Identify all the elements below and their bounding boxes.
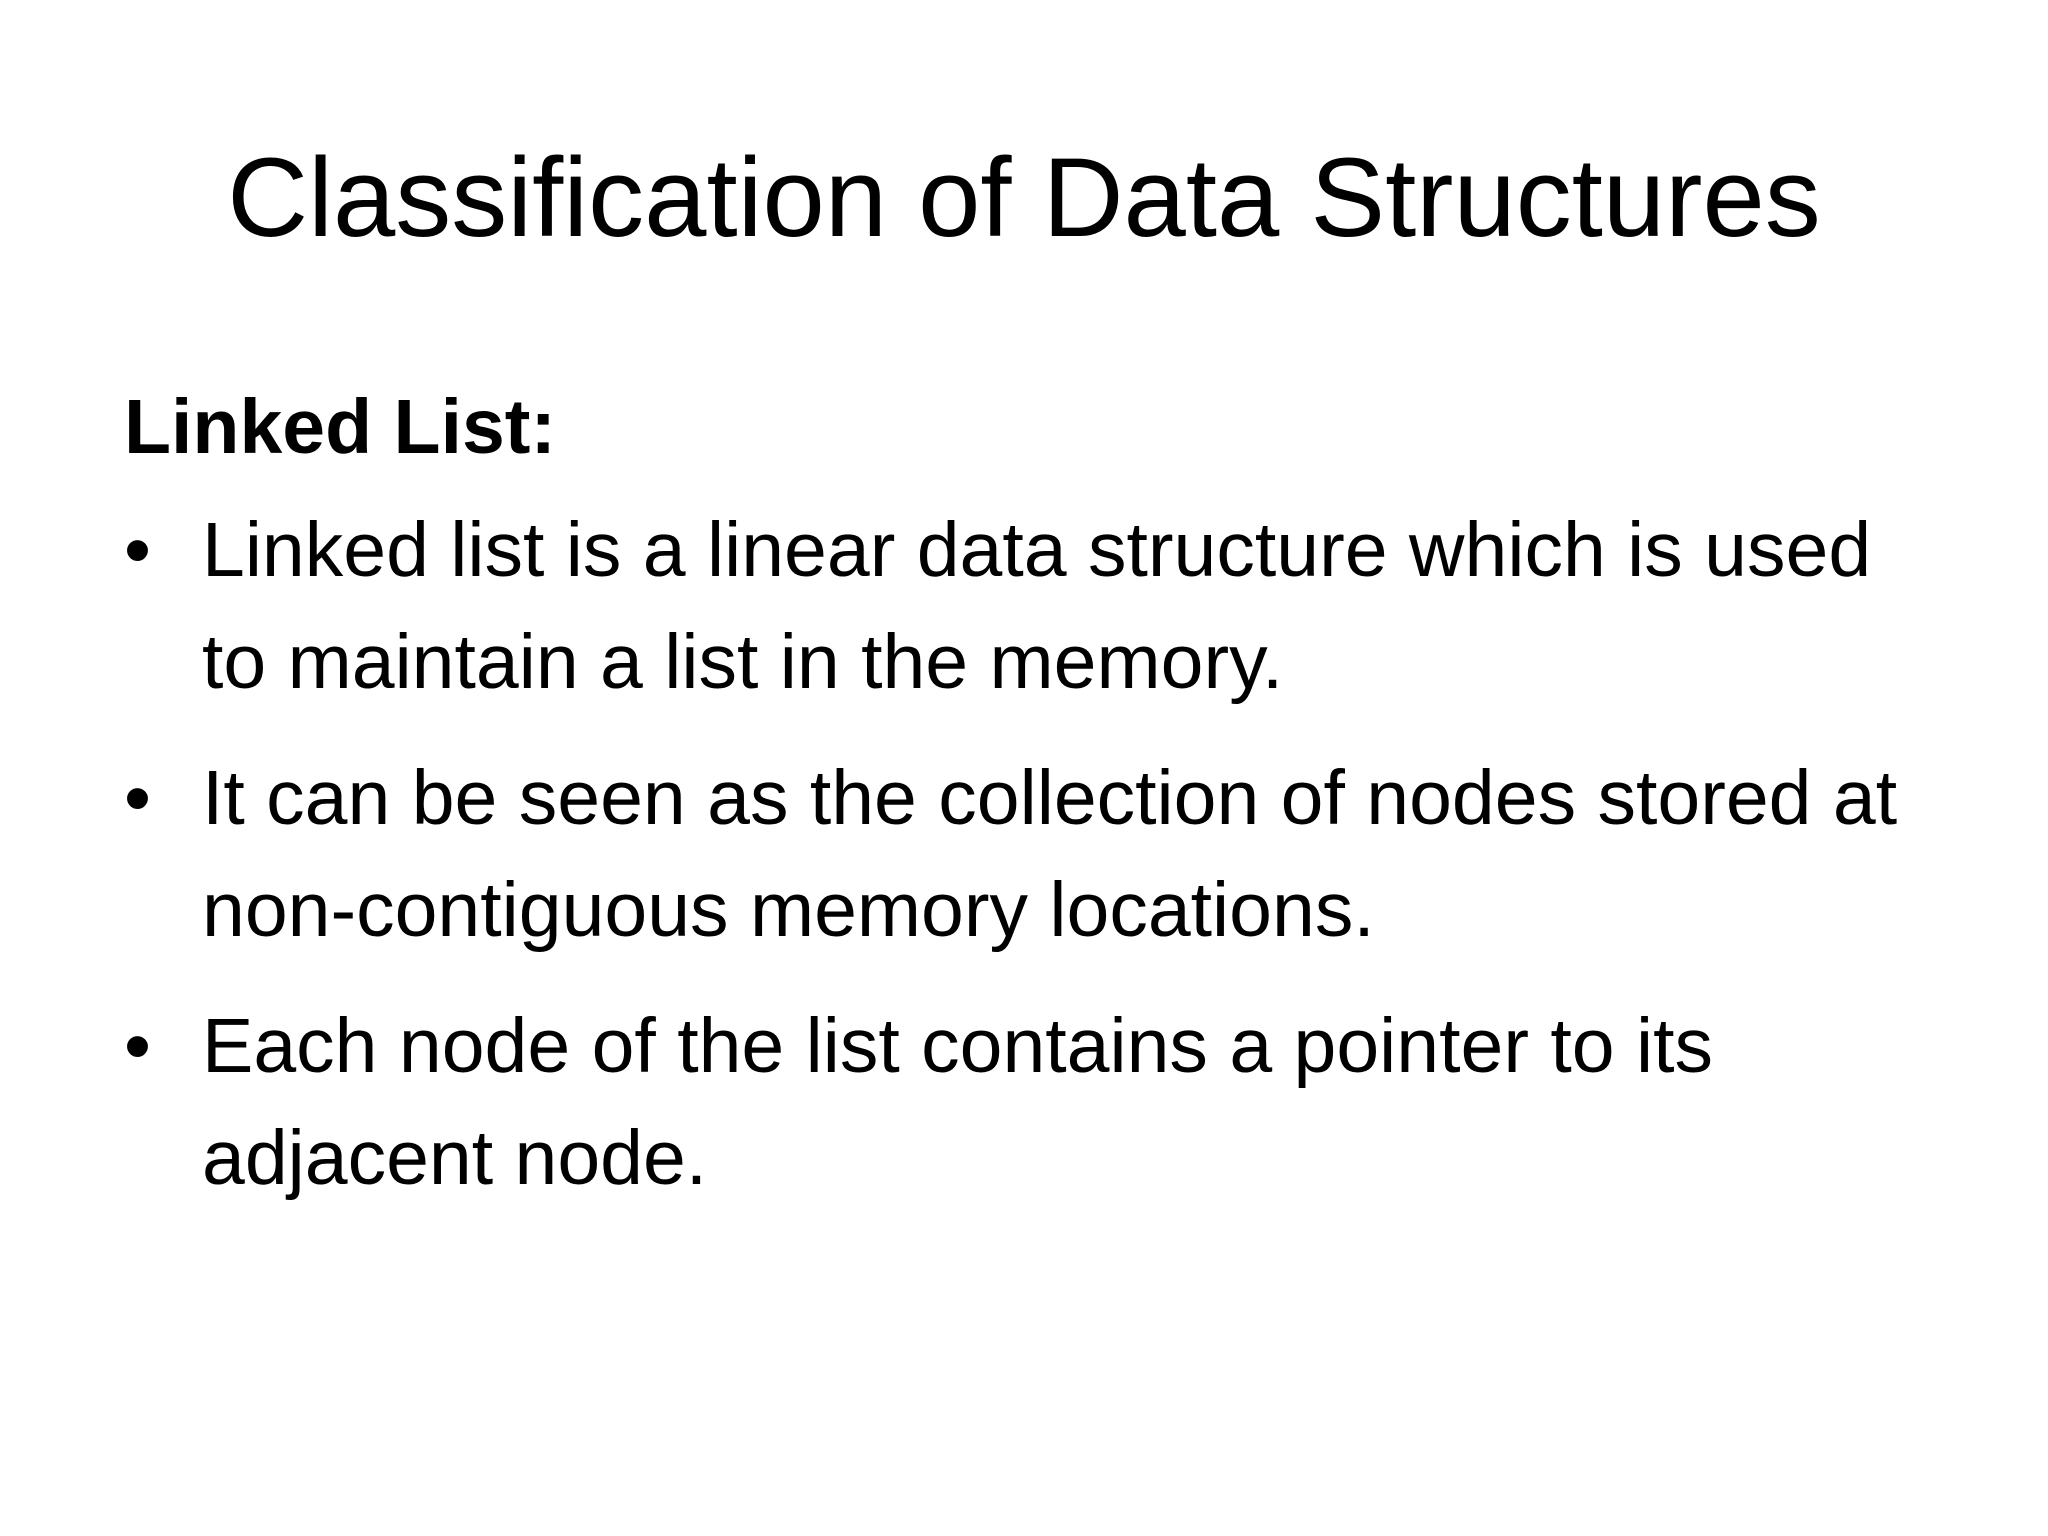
bullet-text: Each node of the list contains a pointer… <box>202 1003 1713 1201</box>
bullet-dot-icon: • <box>124 1003 151 1089</box>
bullet-item: • It can be seen as the collection of no… <box>124 742 1924 966</box>
bullet-dot-icon: • <box>124 755 151 841</box>
section-heading: Linked List: <box>124 384 557 470</box>
bullet-text: It can be seen as the collection of node… <box>202 755 1898 953</box>
slide-title: Classification of Data Structures <box>227 135 1821 260</box>
bullet-item: • Each node of the list contains a point… <box>124 990 1924 1214</box>
bullet-dot-icon: • <box>124 507 151 593</box>
slide-content: Linked List: • Linked list is a linear d… <box>124 372 1924 1238</box>
bullet-item: • Linked list is a linear data structure… <box>124 494 1924 718</box>
bullet-list: • Linked list is a linear data structure… <box>124 494 1924 1214</box>
bullet-text: Linked list is a linear data structure w… <box>202 507 1872 705</box>
